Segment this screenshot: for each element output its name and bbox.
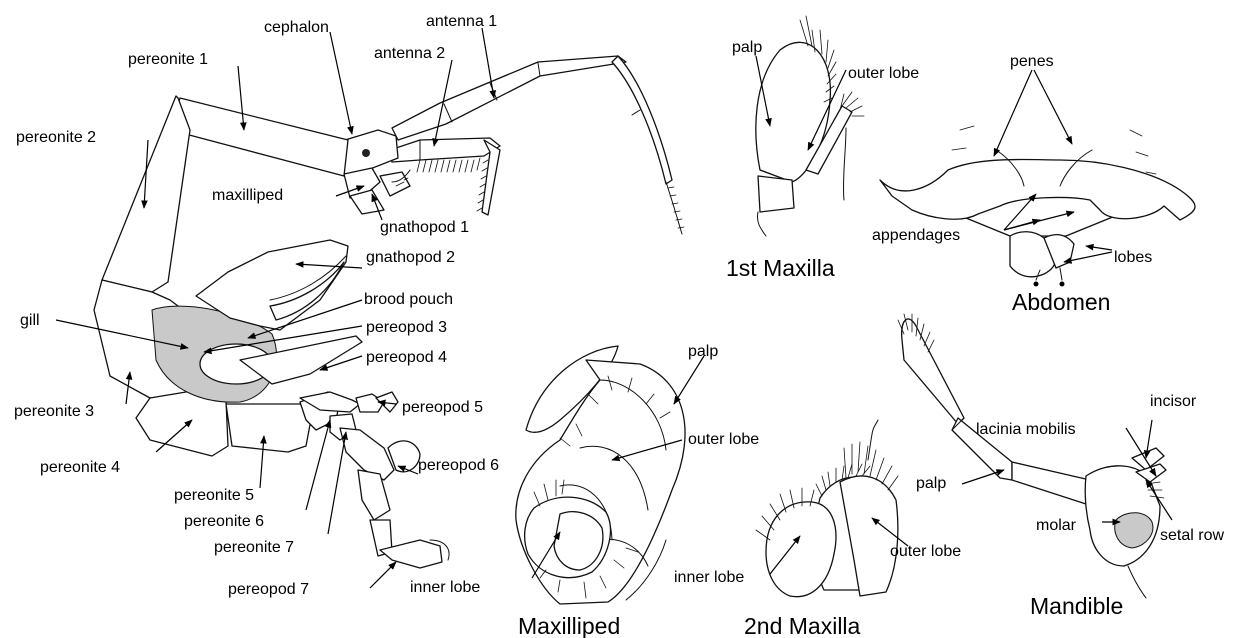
label-pereonite-1: pereonite 1 (128, 51, 208, 68)
label-maxilliped-palp: palp (688, 343, 718, 360)
label-mandible-incisor: incisor (1150, 393, 1197, 410)
first-maxilla-drawing (756, 16, 864, 236)
label-pereopod-7: pereopod 7 (228, 581, 309, 598)
title-1st-maxilla: 1st Maxilla (726, 255, 835, 281)
title-maxilliped: Maxilliped (518, 613, 620, 638)
pereonite-2-drawing (102, 96, 190, 292)
label-abdomen-lobes: lobes (1114, 249, 1152, 266)
label-abdomen-penes: penes (1010, 53, 1054, 70)
label-1st-maxilla-outer-lobe: outer lobe (848, 65, 919, 82)
label-2nd-maxilla-outer-lobe: outer lobe (890, 543, 961, 560)
label-1st-maxilla-palp: palp (732, 39, 762, 56)
title-mandible: Mandible (1030, 593, 1123, 619)
second-maxilla-drawing (756, 420, 898, 597)
label-brood-pouch: brood pouch (364, 291, 453, 308)
title-abdomen: Abdomen (1012, 289, 1110, 315)
label-gnathopod-1: gnathopod 1 (380, 219, 469, 236)
label-pereopod-5: pereopod 5 (402, 399, 483, 416)
label-antenna-2: antenna 2 (374, 45, 445, 62)
label-gill: gill (20, 312, 40, 329)
label-pereonite-2: pereonite 2 (16, 129, 96, 146)
label-mandible-lacinia-mobilis: lacinia mobilis (976, 421, 1076, 438)
label-gnathopod-2: gnathopod 2 (366, 249, 455, 266)
label-pereonite-4: pereonite 4 (40, 459, 120, 476)
pereonite-1-drawing (172, 98, 348, 176)
label-pereonite-5: pereonite 5 (174, 487, 254, 504)
label-maxilliped-outer-lobe: outer lobe (688, 431, 759, 448)
label-mandible-palp: palp (916, 475, 946, 492)
label-pereonite-3: pereonite 3 (14, 403, 94, 420)
label-maxilliped-inner-lobe: inner lobe (410, 579, 480, 596)
label-mandible-setal-row: setal row (1160, 527, 1224, 544)
label-maxilliped: maxilliped (212, 187, 283, 204)
label-2nd-maxilla-inner-lobe: inner lobe (674, 569, 744, 586)
label-abdomen-appendages: appendages (872, 227, 960, 244)
eye-dot (362, 149, 370, 157)
label-pereopod-4: pereopod 4 (366, 349, 447, 366)
antenna-2-drawing (390, 138, 500, 215)
label-mandible-molar: molar (1036, 517, 1077, 534)
label-pereonite-6: pereonite 6 (184, 513, 264, 530)
maxilliped-detail-drawing (516, 346, 685, 604)
title-2nd-maxilla: 2nd Maxilla (744, 613, 861, 638)
label-pereopod-3: pereopod 3 (366, 319, 447, 336)
label-antenna-1: antenna 1 (426, 13, 497, 30)
label-pereopod-6: pereopod 6 (418, 457, 499, 474)
label-pereonite-7: pereonite 7 (214, 539, 294, 556)
pereonite-5-drawing (226, 404, 312, 452)
label-cephalon: cephalon (264, 19, 329, 36)
